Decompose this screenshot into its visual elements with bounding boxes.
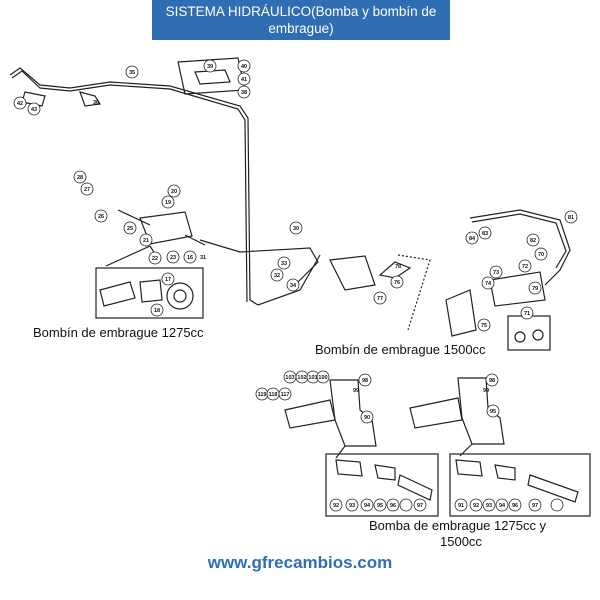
part-number: 81 (568, 215, 574, 221)
part-number: 90 (364, 415, 370, 421)
part-number: 91 (458, 503, 464, 509)
part-number: 30 (293, 226, 299, 232)
part-number: 72 (522, 264, 528, 270)
caption-slave-1275: Bombín de embrague 1275cc (33, 325, 204, 340)
part-number: 99 (353, 388, 359, 394)
flexible-hose (199, 239, 319, 286)
part-number: 71 (524, 311, 530, 317)
part-number: 31 (200, 255, 206, 261)
part-number: 23 (170, 255, 176, 261)
part-number: 99 (483, 388, 489, 394)
clutch-pipe (9, 67, 321, 306)
part-number: 41 (241, 77, 247, 83)
part-number: 100 (318, 375, 327, 381)
part-number: 96 (390, 503, 396, 509)
master-detail-box-right (449, 453, 591, 517)
part-number: 40 (241, 64, 247, 70)
part-number: 83 (482, 231, 488, 237)
part-number: 79 (532, 286, 538, 292)
part-number: 35 (129, 70, 135, 76)
caption-master-line2: 1500cc (440, 534, 482, 549)
caption-master-line1: Bomba de embrague 1275cc y (369, 518, 547, 533)
part-number: 97 (417, 503, 423, 509)
part-number: 93 (349, 503, 355, 509)
part-number: 101 (308, 375, 317, 381)
part-number: 98 (362, 378, 368, 384)
part-number: 118 (269, 392, 278, 398)
part-number: 75 (481, 323, 487, 329)
master-cylinder-right (457, 377, 505, 445)
part-number: 74 (485, 281, 492, 287)
part-number: 95 (490, 409, 496, 415)
part-number: 119 (258, 392, 267, 398)
part-number: 26 (98, 214, 104, 220)
part-number: 32 (274, 273, 280, 279)
part-number: 73 (493, 270, 499, 276)
part-number: 39 (207, 64, 213, 70)
part-number: 27 (84, 187, 90, 193)
part-number: 97 (532, 503, 538, 509)
part-number: 22 (152, 256, 158, 262)
part-number: 82 (530, 238, 536, 244)
part-number: 102 (297, 375, 306, 381)
part-number: 84 (469, 236, 476, 242)
part-number: 96 (512, 503, 518, 509)
part-number: 117 (281, 392, 290, 398)
part-number: 36 (93, 100, 99, 106)
part-number: 78 (395, 264, 401, 270)
part-number: 94 (364, 503, 371, 509)
part-number: 21 (143, 238, 149, 244)
part-number: 43 (31, 107, 37, 113)
seal-kit-box (507, 315, 551, 351)
part-number: 94 (499, 503, 506, 509)
part-number: 28 (77, 175, 83, 181)
caption-slave-1500: Bombín de embrague 1500cc (315, 342, 486, 357)
part-number: 38 (241, 90, 247, 96)
part-number: 19 (165, 200, 171, 206)
part-number: 17 (165, 277, 171, 283)
part-number: 93 (486, 503, 492, 509)
part-number: 92 (473, 503, 479, 509)
part-number: 95 (377, 503, 383, 509)
part-number: 25 (127, 226, 133, 232)
part-number: 20 (171, 189, 177, 195)
part-number: 103 (285, 375, 294, 381)
part-number: 98 (489, 378, 495, 384)
part-number: 70 (538, 252, 544, 258)
part-number: 76 (394, 280, 400, 286)
website-link[interactable]: www.gfrecambios.com (207, 553, 393, 572)
page-title: SISTEMA HIDRÁULICO(Bomba y bombín de emb… (165, 4, 437, 36)
part-number: 33 (281, 261, 287, 267)
part-number: 92 (333, 503, 339, 509)
part-number: 18 (154, 308, 160, 314)
part-number: 77 (377, 296, 383, 302)
master-detail-box-left (325, 453, 439, 517)
part-number: 34 (290, 283, 297, 289)
bracket-1500 (329, 255, 376, 291)
title-banner: SISTEMA HIDRÁULICO(Bomba y bombín de emb… (152, 0, 450, 40)
part-number: 16 (187, 255, 193, 261)
part-number: 42 (17, 101, 23, 107)
pipe-clip (79, 91, 102, 107)
master-cylinder-left (329, 379, 377, 447)
slave-cylinder-1500 (489, 271, 546, 307)
slave-detail-box (95, 267, 204, 319)
